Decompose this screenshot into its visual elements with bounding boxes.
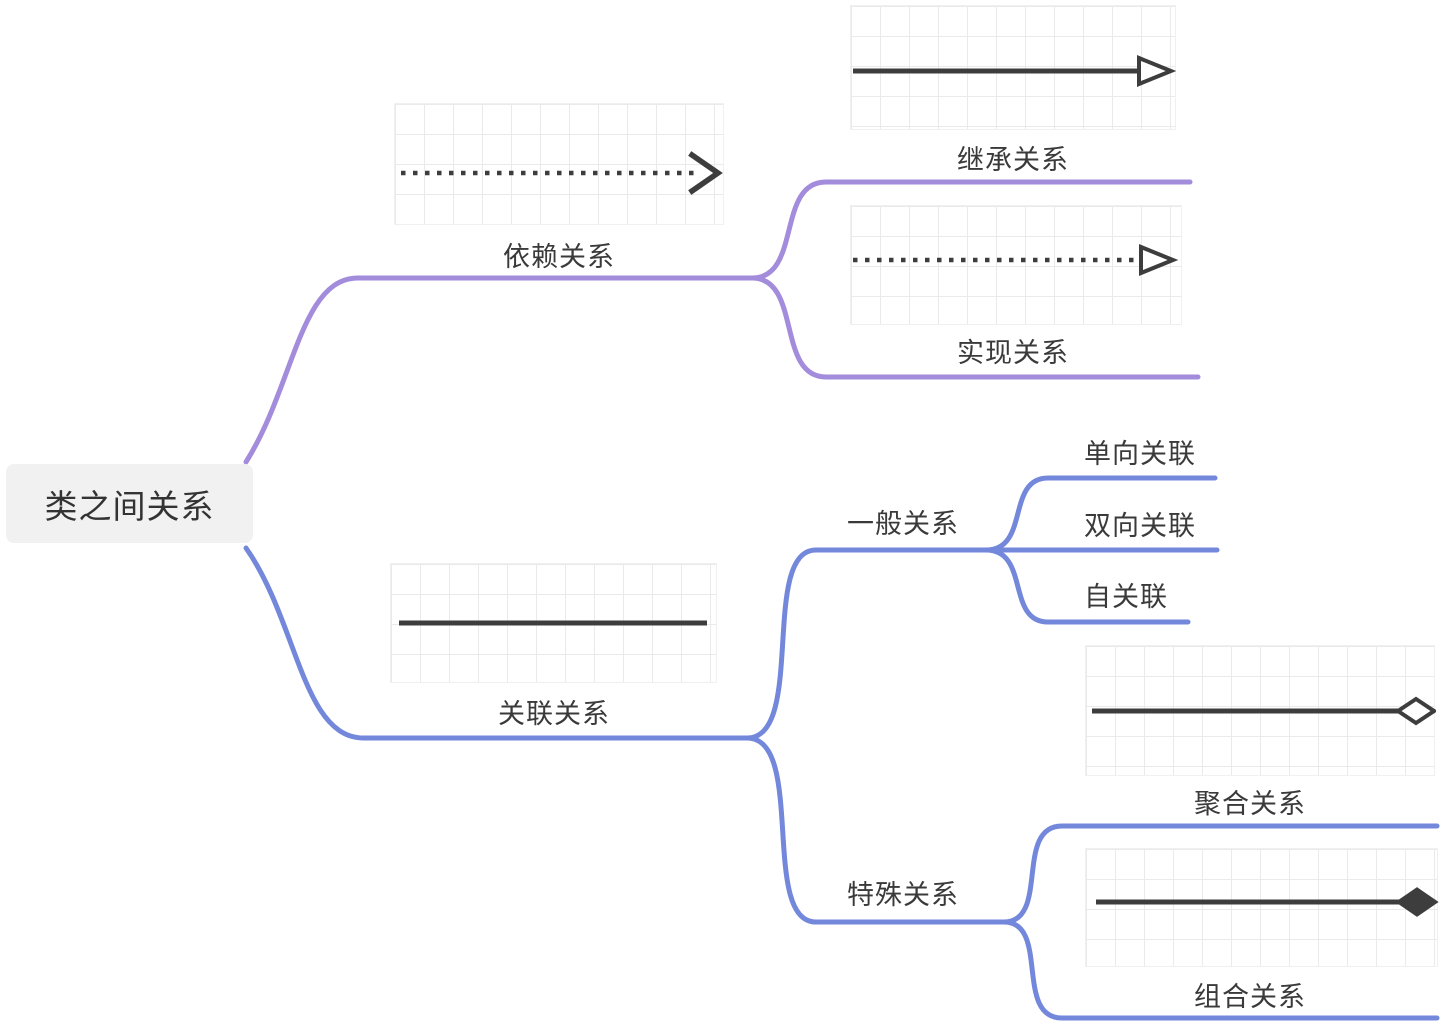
edge-special-aggregation — [1001, 823, 1440, 925]
topic-general-relation[interactable]: 一般关系 — [847, 509, 959, 539]
topic-self-association[interactable]: 自关联 — [1084, 582, 1168, 612]
topic-twoway-association[interactable]: 双向关联 — [1084, 511, 1196, 541]
composition-arrow-image[interactable] — [1085, 848, 1439, 967]
dotted-hollow-triangle-arrow-icon — [853, 244, 1179, 276]
topic-association[interactable]: 关联关系 — [498, 699, 610, 729]
edge-root-dependency — [243, 275, 755, 465]
topic-composition[interactable]: 组合关系 — [1194, 982, 1306, 1012]
inheritance-arrow-image[interactable] — [850, 5, 1177, 130]
hollow-triangle-arrow-icon — [853, 55, 1177, 87]
filled-diamond-icon — [1096, 887, 1439, 917]
topic-special-relation[interactable]: 特殊关系 — [847, 880, 959, 910]
topic-inheritance[interactable]: 继承关系 — [957, 145, 1069, 175]
realization-arrow-image[interactable] — [850, 205, 1182, 325]
topic-aggregation[interactable]: 聚合关系 — [1194, 789, 1306, 819]
topic-root[interactable]: 类之间关系 — [6, 464, 253, 543]
edge-association-general — [744, 547, 1220, 741]
topic-realization[interactable]: 实现关系 — [957, 338, 1069, 368]
edge-general-self — [983, 547, 1191, 625]
dependency-arrow-image[interactable] — [394, 103, 724, 225]
edge-special-composition — [1001, 919, 1440, 1021]
dotted-open-arrow-icon — [401, 151, 723, 195]
edge-general-oneway — [983, 475, 1218, 553]
topic-oneway-association[interactable]: 单向关联 — [1084, 439, 1196, 469]
association-line-image[interactable] — [390, 563, 717, 683]
hollow-diamond-icon — [1092, 696, 1436, 726]
solid-line-icon — [399, 620, 707, 626]
topic-dependency[interactable]: 依赖关系 — [503, 242, 615, 272]
edge-association-special — [744, 735, 1007, 925]
aggregation-arrow-image[interactable] — [1085, 645, 1436, 776]
edge-dependency-inheritance — [749, 179, 1193, 281]
edge-root-association — [243, 545, 750, 741]
edge-dependency-realization — [749, 275, 1201, 380]
